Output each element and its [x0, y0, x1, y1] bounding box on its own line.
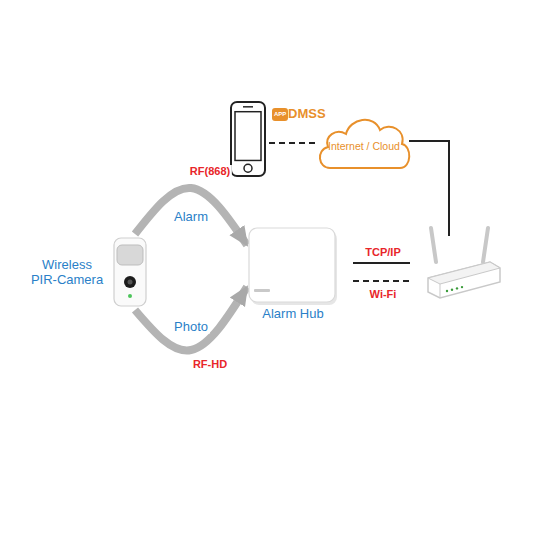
wifi-link	[353, 280, 410, 282]
protocol-label: Wi-Fi	[368, 288, 399, 300]
edge-label: Photo	[172, 319, 210, 334]
cloud-label: Internet / Cloud	[316, 140, 412, 152]
internet-link	[269, 142, 317, 144]
network-cable	[409, 141, 449, 236]
alarm-hub-icon	[248, 227, 338, 305]
camera-label: Wireless PIR-Camera	[29, 258, 105, 288]
phone-icon	[228, 100, 268, 178]
cloud-node: Internet / Cloud	[316, 110, 412, 172]
ethernet-link	[353, 262, 410, 264]
pir-camera-node: Wireless PIR-Camera	[111, 236, 149, 308]
alarm-hub-node: Alarm Hub	[248, 227, 338, 305]
app-badge: APP	[272, 108, 288, 121]
app-name: DMSS	[288, 107, 326, 122]
rf-arrow	[135, 287, 247, 350]
protocol-label: TCP/IP	[363, 246, 402, 258]
rf-band-label: RF(868)	[188, 165, 232, 177]
router-icon	[428, 228, 500, 298]
pir-camera-icon	[111, 236, 149, 308]
hub-label: Alarm Hub	[248, 307, 338, 322]
rf-arrow	[135, 188, 247, 245]
phone-app-node: APPDMSS	[228, 100, 268, 178]
rf-band-label: RF-HD	[191, 358, 229, 370]
edge-label: Alarm	[172, 209, 210, 224]
